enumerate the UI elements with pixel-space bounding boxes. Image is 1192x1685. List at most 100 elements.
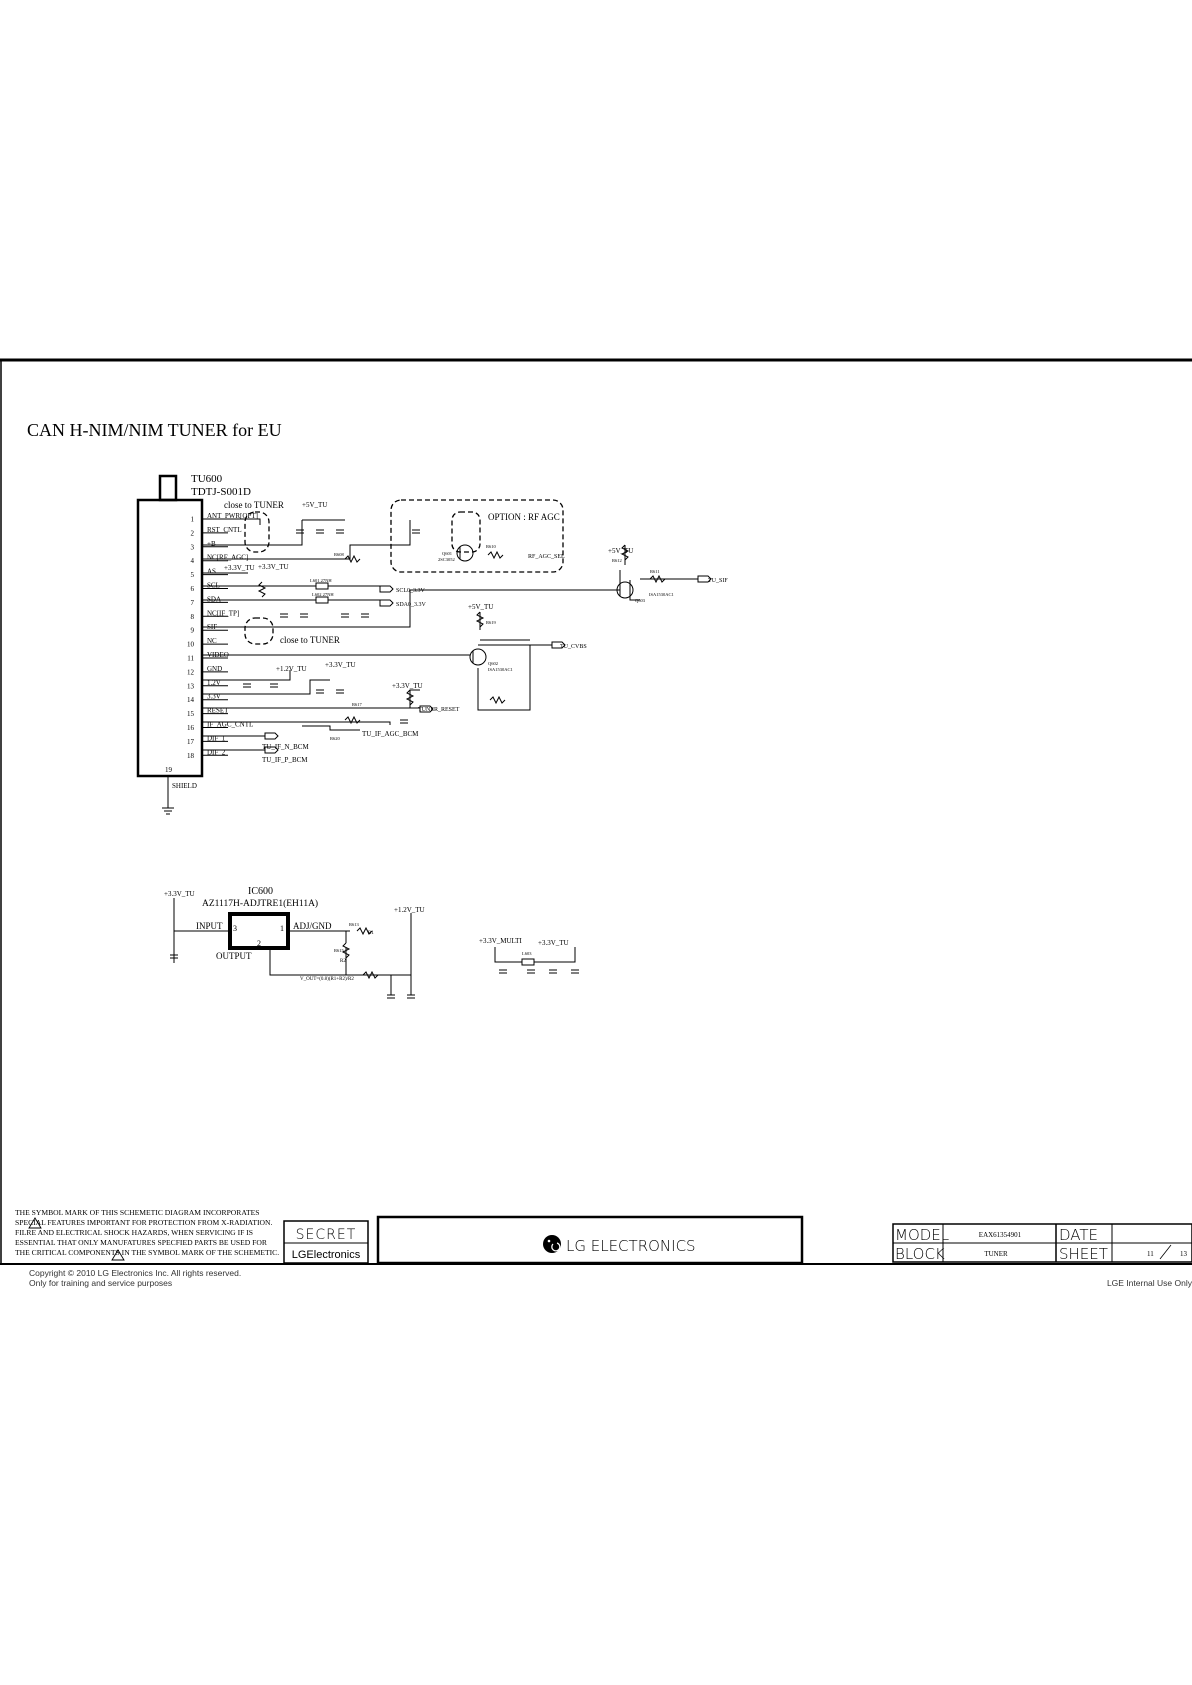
tuner-pin-number: 10 <box>187 641 195 649</box>
q-part-b: ISA1530AC1 <box>649 592 674 597</box>
net-scl: SCL0_3.3V <box>396 588 426 594</box>
net-tu-cvbs: TU_CVBS <box>560 644 587 650</box>
transistor-symbols <box>456 544 634 666</box>
regulator-r1: R1 <box>368 931 374 936</box>
r-label-0: R608 <box>334 552 345 557</box>
close-to-tuner-note-2: close to TUNER <box>280 635 340 645</box>
l601-label: L601 27NH <box>310 578 332 583</box>
capacitor-symbols <box>170 529 579 999</box>
rail-33v-tu-b: +3.3V_TU <box>258 563 289 571</box>
tuner-pin-number: 4 <box>191 557 195 565</box>
resistor-symbols <box>257 544 666 980</box>
net-if-p: TU_IF_P_BCM <box>262 756 308 764</box>
warning-line: ESSENTIAL THAT ONLY MANUFATURES SPECFIED… <box>15 1238 268 1247</box>
tuner-pin19: 19 <box>165 766 173 774</box>
tuner-pin-name: 3.3V <box>207 693 221 701</box>
ground-symbol <box>162 807 174 815</box>
rail-33v-tu-e: +3.3V_TU <box>538 939 569 947</box>
tuner-pin-name: 1.2V <box>207 679 221 687</box>
tuner-pin-name: DIF_2 <box>207 748 226 756</box>
sheet-slash <box>1159 1244 1172 1260</box>
r-label-4: R613 <box>349 922 360 927</box>
net-tuner-reset: TUNER_RESET <box>418 707 460 713</box>
close-to-tuner-note-1: close to TUNER <box>224 500 284 510</box>
tuner-pin-name: NC <box>207 637 217 645</box>
net-labels: SCL0_3.3V SDA0_3.3V RF_AGC_SEL TU_SIF TU… <box>300 554 728 982</box>
tuner-pin-number: 1 <box>191 516 195 524</box>
tuner-pin-name: RESET <box>207 707 229 715</box>
l603-label: L603 <box>522 951 532 956</box>
if-net-labels: TU_IF_AGC_BCM TU_IF_N_BCM TU_IF_P_BCM <box>262 730 419 764</box>
q-part-c: 2SC3052 <box>438 557 455 562</box>
rail-12v-tu-reg: +1.2V_TU <box>394 906 425 914</box>
lge-label: LGElectronics <box>292 1249 361 1261</box>
q603-label: Q603 <box>635 598 646 603</box>
tuner-pin-number: 2 <box>191 529 195 537</box>
regulator-adj: ADJ/GND <box>293 921 332 931</box>
regulator-pin3: 3 <box>233 924 237 933</box>
lg-logo-icon <box>543 1235 561 1253</box>
q601-label: Q601 <box>442 551 452 556</box>
warning-line: FILRE AND ELECTRICAL SHOCK HAZARDS, WHEN… <box>15 1228 253 1237</box>
regulator-r2: R2 <box>340 959 346 964</box>
tuner-connector-tab <box>158 474 178 502</box>
tuner-pin-number: 13 <box>187 682 195 690</box>
model-value: EAX61354901 <box>979 1231 1022 1239</box>
brand-box <box>376 1215 804 1265</box>
tuner-pin-name: AS <box>207 568 216 576</box>
net-tu-sif: TU_SIF <box>708 578 728 584</box>
tuner-pin-name: IF_AGC_CNTL <box>207 721 253 729</box>
tuner-pin-number: 15 <box>187 710 195 718</box>
r-label-6: R617 <box>352 702 363 707</box>
tuner-pin-number: 6 <box>191 585 195 593</box>
q602-label: Q602 <box>488 661 498 666</box>
inductor-symbols <box>315 582 535 966</box>
shield-label: SHIELD <box>172 782 197 790</box>
brand-label: LG ELECTRONICS <box>566 1237 696 1255</box>
close-to-tuner-box-1 <box>244 511 270 553</box>
tuner-pin-name: RST_CNTL <box>207 526 242 534</box>
tuner-pin-name: NC[IF_TP] <box>207 609 239 617</box>
rail-5v-tu-2: +5V_TU <box>608 547 633 555</box>
title-block: THE SYMBOL MARK OF THIS SCHEMETIC DIAGRA… <box>15 1208 1192 1265</box>
option-rfagc-box <box>390 499 564 573</box>
r-label-3: R612 <box>612 558 622 563</box>
regulator-body <box>228 912 290 950</box>
q-part-a: ISA1530AC1 <box>488 667 513 672</box>
r-label-1: R610 <box>486 544 497 549</box>
date-label: DATE <box>1059 1226 1098 1244</box>
copyright-line: Copyright © 2010 LG Electronics Inc. All… <box>29 1268 242 1278</box>
option-rfagc-note: OPTION : RF AGC <box>488 512 560 522</box>
tuner-pin-number: 8 <box>191 613 195 621</box>
net-sda: SDA0_3.3V <box>396 602 427 608</box>
close-to-tuner-box-2 <box>244 617 274 645</box>
r-label-8: R620 <box>330 736 341 741</box>
tuner-pin-number: 3 <box>191 543 195 551</box>
tuner-wiring <box>173 518 698 995</box>
regulator-pin1: 1 <box>280 924 284 933</box>
training-line: Only for training and service purposes <box>29 1278 173 1288</box>
warning-text: THE SYMBOL MARK OF THIS SCHEMETIC DIAGRA… <box>15 1208 279 1257</box>
tuner-pin-number: 16 <box>187 724 195 732</box>
tuner-pin-number: 9 <box>191 627 195 635</box>
r-label-5: R615 <box>334 948 345 953</box>
regulator-part: AZ1117H-ADJTRE1(EH11A) <box>202 898 318 909</box>
rail-33v-tu-a: +3.3V_TU <box>224 564 255 572</box>
tuner-pin-number: 5 <box>191 571 195 579</box>
tuner-pin-name: GND <box>207 665 222 673</box>
l602-label: L602 27NH <box>312 592 334 597</box>
net-flags <box>264 575 712 754</box>
model-label: MODEL <box>895 1226 949 1244</box>
tuner-pin-number: 14 <box>187 696 195 704</box>
r-label-7: R619 <box>486 620 497 625</box>
tuner-pin-name: NC[RF_AGC] <box>207 554 248 562</box>
tuner-pin-name: SDA <box>207 595 221 603</box>
secret-box <box>283 1220 369 1264</box>
component-labels: Q601 Q602 Q603 ISA1530AC1 ISA1530AC1 2SC… <box>310 544 674 956</box>
tuner-body <box>136 498 204 778</box>
tuner-pin-name: DIF_1 <box>207 734 226 742</box>
tuner-pin-name: ANT_PWR[OPT] <box>207 512 258 520</box>
net-rf-agc: RF_AGC_SEL <box>528 554 565 560</box>
regulator-ref: IC600 <box>248 886 273 897</box>
